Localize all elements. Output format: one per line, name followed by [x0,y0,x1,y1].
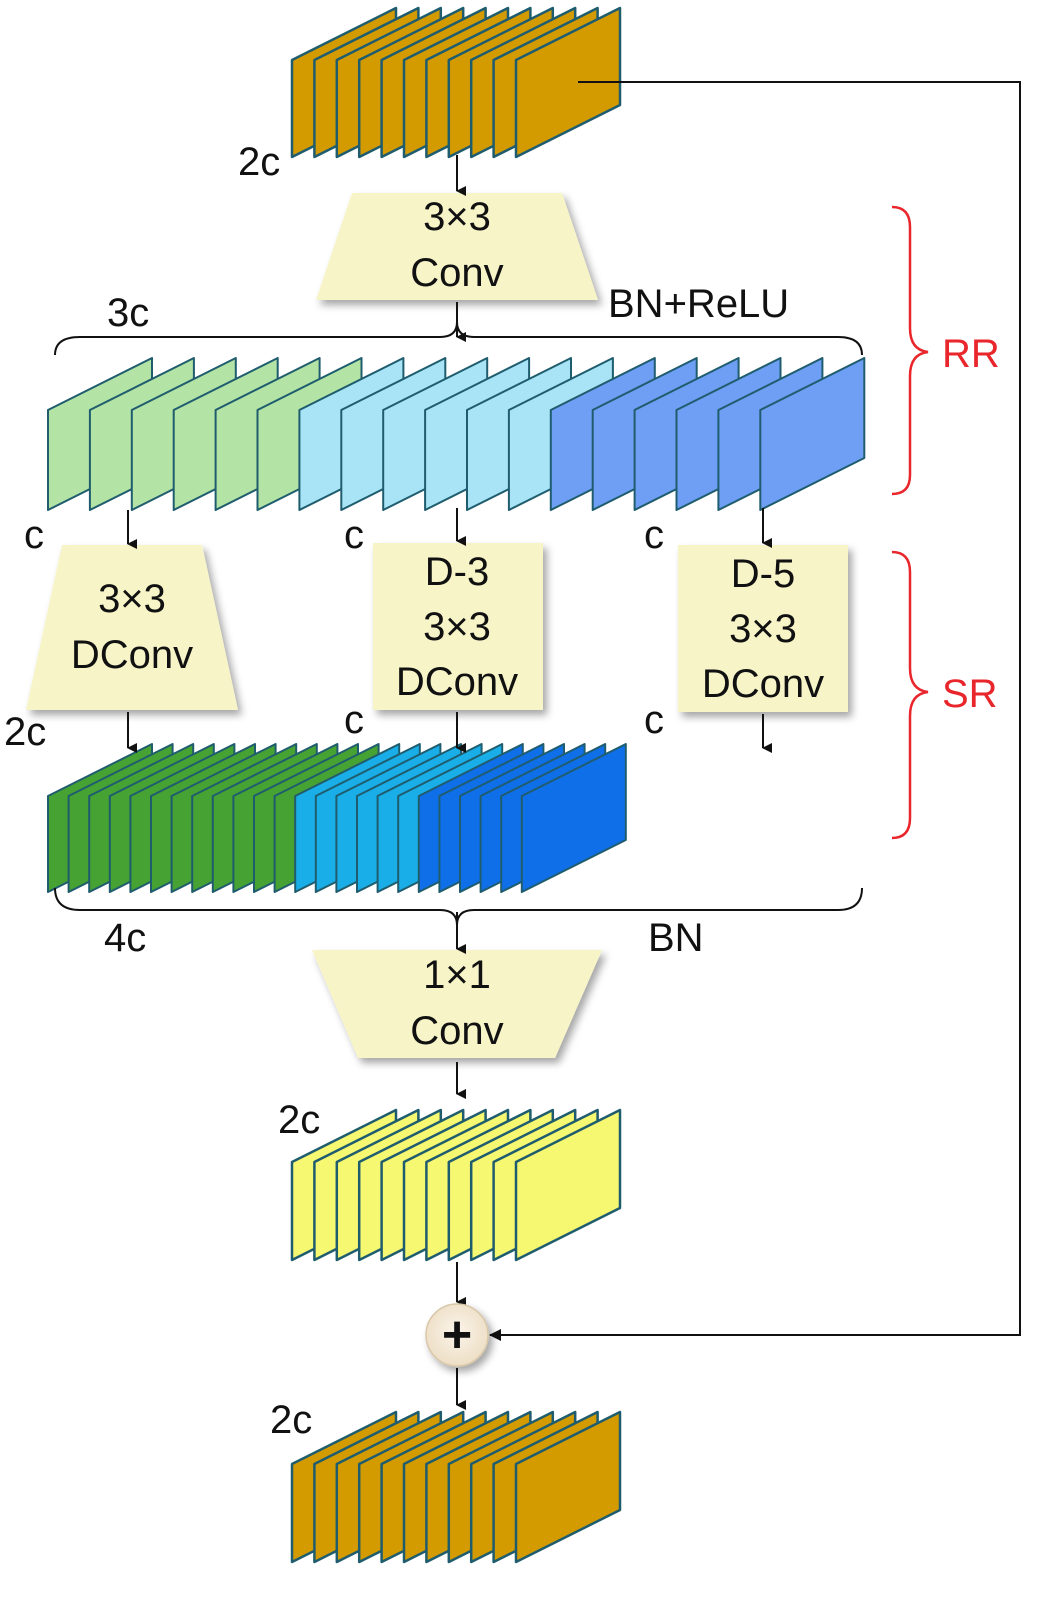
branch-middle-label-line1: D-3 [425,550,489,594]
rr-post-label: BN+ReLU [608,282,789,326]
rr-bracket-label: RR [942,332,1000,376]
input-feature-map [514,6,622,159]
output-feature-map [514,1410,622,1564]
conv2-label-line2: Conv [410,1009,503,1053]
sr-bracket-label: SR [942,672,998,716]
conv2-label-line1: 1×1 [423,953,491,997]
branch-left-label-line1: 3×3 [98,577,166,621]
right-branch-in-channels: c [644,513,664,557]
input-feature-stack [290,6,622,159]
branch-right-dconv-block [678,545,848,712]
sr-channels-label: 4c [104,916,146,960]
sr-post-label: BN [648,916,704,960]
branch-middle-label-line2: 3×3 [423,605,491,649]
left-branch-in-channels: c [24,513,44,557]
middle-branch-in-channels: c [344,513,364,557]
skip-connection [489,81,1021,1341]
sr-feature-stack [47,743,627,893]
sr-bracket [891,550,929,840]
conv2-block [312,950,602,1058]
branch-left-dconv-block [26,545,238,710]
right-branch-out-channels: c [644,698,664,742]
left-branch-out-channels: 2c [4,710,46,754]
conv1-block [316,193,598,300]
middle-branch-out-channels: c [344,698,364,742]
rr-feature-map [759,357,866,511]
branch-right-label-line1: D-5 [731,552,795,596]
conv1-label-line1: 3×3 [423,195,491,239]
add-symbol: + [442,1306,472,1364]
rr-feature-stack [47,357,866,511]
conv-output-feature-stack [290,1108,622,1262]
branch-middle-dconv-block [373,543,543,710]
add-node [425,1303,489,1367]
output-feature-stack [290,1410,622,1564]
conv-output-feature-map [514,1108,622,1262]
input-channels-label: 2c [238,140,280,184]
sr-feature-map [520,743,627,893]
rr-channels-label: 3c [107,291,149,335]
yellow-channels-label: 2c [278,1098,320,1142]
branch-right-label-line3: DConv [702,662,824,706]
branch-left-label-line2: DConv [71,633,193,677]
sr-stack-brace [54,887,863,926]
rr-bracket [891,205,929,496]
conv1-label-line2: Conv [410,251,503,295]
rr-stack-brace [54,321,863,356]
branch-right-label-line2: 3×3 [729,607,797,651]
branch-middle-label-line3: DConv [396,660,518,704]
output-channels-label: 2c [270,1398,312,1442]
